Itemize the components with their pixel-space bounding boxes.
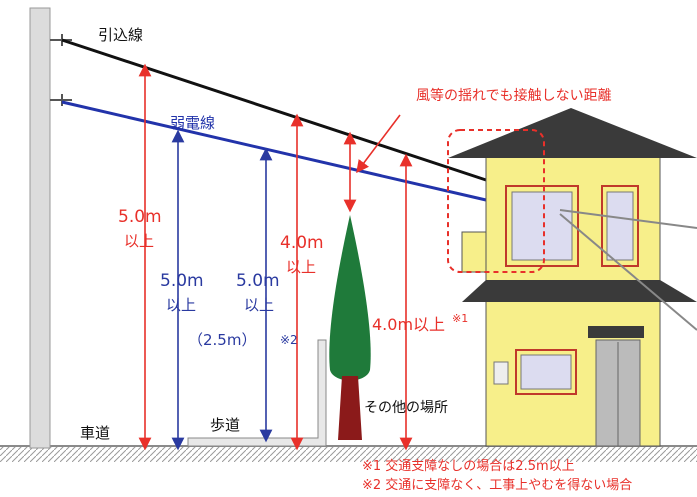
weak-line-label: 弱電線: [170, 114, 215, 132]
road-service-value: 5.0m: [118, 207, 162, 227]
sidewalk-service-value: 4.0m: [280, 233, 324, 253]
sidewalk-service-suffix: 以上: [286, 258, 316, 276]
service-line: [61, 38, 487, 182]
road-weak-suffix: 以上: [166, 296, 196, 314]
service-line-label: 引込線: [98, 26, 143, 44]
road-label: 車道: [80, 424, 110, 442]
sidewalk-curb: [187, 339, 327, 447]
utility-pole: [29, 7, 72, 449]
other-place-note: ※1: [452, 312, 468, 325]
sidewalk-weak-suffix: 以上: [244, 296, 274, 314]
sidewalk-alt: （2.5m）: [188, 331, 256, 349]
no-contact-note: 風等の揺れでも接触しない距離: [416, 87, 612, 104]
window-upper-left: [505, 185, 579, 267]
sidewalk-alt-note: ※2: [280, 333, 298, 347]
footnote-2: ※2 交通に支障なく、工事上やむを得ない場合: [362, 477, 632, 493]
other-place-label: その他の場所: [364, 400, 448, 416]
ground: [0, 445, 697, 462]
house: [448, 108, 697, 447]
window-lower: [515, 349, 577, 395]
tree-icon: [329, 215, 371, 440]
window-upper-right: [601, 185, 639, 267]
road-weak-value: 5.0m: [160, 271, 204, 291]
sidewalk-label: 歩道: [210, 416, 240, 434]
weak-current-line: [61, 100, 487, 202]
dimension-arrows-red: [138, 63, 413, 451]
front-door: [588, 326, 644, 447]
footnote-1: ※1 交通支障なしの場合は2.5m以上: [362, 458, 575, 474]
no-contact-zone: [447, 129, 545, 273]
other-place-value: 4.0m以上: [372, 315, 445, 334]
dimension-arrows-blue: [171, 129, 273, 451]
sidewalk-weak-value: 5.0m: [236, 271, 280, 291]
road-service-suffix: 以上: [124, 232, 154, 250]
